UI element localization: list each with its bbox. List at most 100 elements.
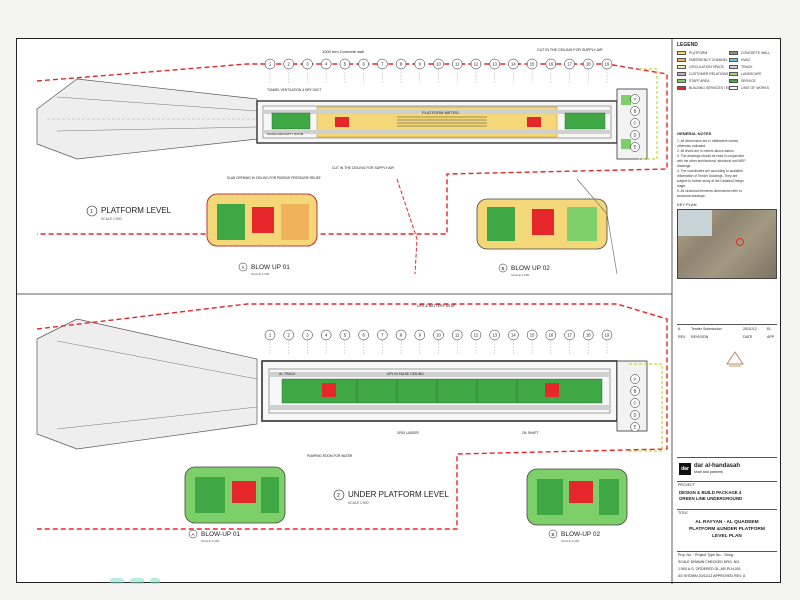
grid-bubble	[630, 106, 640, 116]
grid-number: 4	[325, 62, 328, 67]
track-band	[263, 130, 611, 134]
general-notes: 1. All dimensions are in millimeters unl…	[677, 139, 781, 199]
revision-header-date: DATE	[743, 335, 753, 339]
revision-desc: Tender Submission	[691, 327, 722, 331]
end-shaft	[616, 360, 648, 432]
legend-label: CIRCULATION SPACE	[689, 65, 724, 69]
grid-number: 15	[530, 333, 535, 338]
project-block: PROJECT DESIGN & BUILD PACKAGE 4 GREEN L…	[677, 481, 777, 507]
legend-item: BUILDING SERVICES / ELECT	[677, 85, 737, 91]
shaft-green	[621, 95, 631, 105]
legend-item: LANDSCAPE	[729, 71, 762, 77]
approach-lines	[576, 178, 618, 275]
cut-ceiling-label: CUT IN THE CEILING FOR SUPPLY AIR	[537, 48, 603, 52]
footer-row-3: 1:500 A.S. ORDERED GL-AR-PLN-001	[678, 567, 741, 571]
legend-item: HVAC	[729, 57, 750, 63]
legend-label: BUILDING SERVICES / ELECT	[689, 86, 737, 90]
pump-room-label: PUMPING ROOM FOR WATER	[307, 454, 353, 458]
room-dividers	[356, 379, 518, 403]
cut-ceiling-label-2: CUT IN THE CEILING FOR SUPPLY AIR	[332, 166, 394, 170]
grid-bubble	[630, 94, 640, 104]
legend-heading: LEGEND	[677, 42, 698, 48]
yellow-boundary	[639, 68, 658, 160]
legend-item: LIMIT OF WORKS	[729, 85, 769, 91]
equipment-block	[527, 117, 541, 127]
equipment-block	[322, 383, 336, 397]
grid-bubble	[630, 374, 640, 384]
revision-rev: A	[678, 327, 681, 331]
grid-number: 14	[511, 333, 516, 338]
grid-number: 13	[492, 333, 497, 338]
plan-title: UNDER PLATFORM LEVEL	[348, 490, 449, 499]
grid-number: 4	[325, 333, 328, 338]
blowup-title: BLOW-UP 02	[561, 531, 601, 538]
grid-number: 14	[511, 62, 516, 67]
ups-room-label: UPS & BATTERY 60 M²	[417, 304, 456, 308]
grid-ladder-label: GRID LADDER	[397, 431, 419, 435]
blowup-bubble	[188, 529, 198, 539]
grid-number: 5	[344, 333, 347, 338]
footer-row-2: SCALE DRAWN CHECKED DRG. NO.	[678, 560, 741, 564]
legend-item: EMERGENCY CHANNEL	[677, 57, 728, 63]
tunnel-line	[56, 406, 258, 430]
blowup-scale: SCALE 1:200	[251, 272, 270, 276]
note-line: subject to further study at the Detailed…	[677, 179, 744, 183]
legend-swatch	[677, 65, 686, 69]
key-plan-heading: KEY PLAN	[677, 202, 697, 207]
grid-number: 19	[605, 333, 610, 338]
watermark-logo	[110, 578, 160, 584]
grid-number: 10	[436, 333, 441, 338]
blowup-b-top	[476, 198, 608, 250]
blowup-title: BLOW UP 01	[251, 264, 290, 271]
grid-letter: A	[634, 97, 637, 102]
plan-title-number: 2	[337, 493, 340, 499]
legend-swatch	[729, 65, 738, 69]
title-label: TITLE	[678, 511, 688, 515]
plan-scale: SCALE 1:500	[101, 217, 122, 221]
legend-label: HVAC	[741, 58, 751, 62]
equipment-block	[335, 117, 349, 127]
note-line: 3. The drawings should be read in conjun…	[677, 154, 745, 158]
tunnel-funnel-left-bottom	[36, 318, 258, 450]
company-name: dar al-handasah	[694, 463, 741, 469]
approach-lines	[396, 178, 418, 275]
note-line: information of Tender Drawings. They are	[677, 174, 738, 178]
platform-metro-label: PLATFORM METRO	[422, 110, 459, 115]
legend-label: TRACK	[741, 65, 753, 69]
grid-number: 7	[381, 62, 384, 67]
grid-letter: D	[633, 133, 636, 138]
grid-number: 16	[548, 62, 553, 67]
grid-number: 10	[436, 62, 441, 67]
grid-number: 6	[362, 333, 365, 338]
track-band	[269, 405, 610, 410]
tunnel-line	[56, 126, 258, 132]
scada-label: SCADA SECURITY ROOM	[267, 132, 304, 136]
grid-number: 2	[288, 62, 291, 67]
sheet-title-block: TITLE AL RAYYAN - AL QUADEEM PLATFORM &U…	[677, 509, 777, 549]
tunnel-line	[56, 340, 258, 380]
sheet-title-line-3: LEVEL PLAN	[712, 534, 742, 539]
grid-number: 18	[586, 333, 591, 338]
legend-swatch	[729, 72, 738, 76]
legend-swatch	[677, 58, 686, 62]
grid-bubble	[630, 142, 640, 152]
service-room	[564, 112, 606, 130]
client-logo	[725, 351, 745, 367]
grid-bubble	[630, 386, 640, 396]
station-box-inner	[268, 368, 611, 414]
legend-item: TRACK	[729, 64, 753, 70]
blowup-a-top	[206, 193, 318, 247]
plan-title: PLATFORM LEVEL	[101, 206, 172, 215]
blowup-letter: B	[552, 532, 555, 537]
grid-number: 1	[269, 333, 272, 338]
grid-number: 16	[548, 333, 553, 338]
oil-shaft-label: OIL SHAFT	[522, 431, 538, 435]
legend-swatch	[729, 79, 738, 83]
revision-date: 20/11/12	[743, 327, 757, 331]
legend-item: SERVICE	[729, 78, 756, 84]
track-band	[263, 110, 611, 114]
grid-number: 19	[605, 62, 610, 67]
